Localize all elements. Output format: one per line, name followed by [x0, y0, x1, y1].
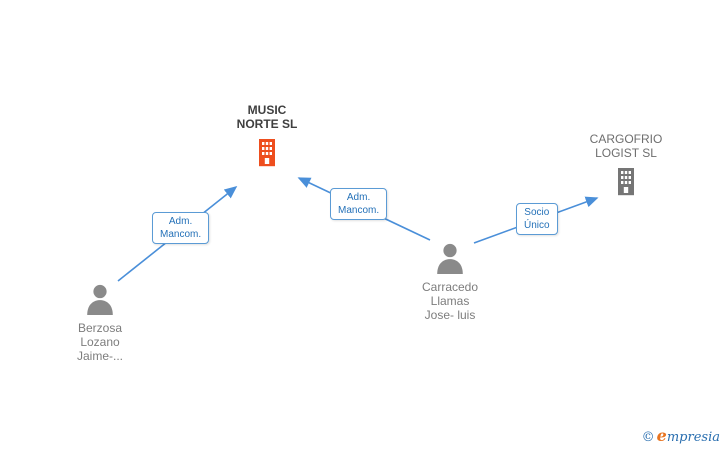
company-name-line: LOGIST SL [595, 146, 657, 160]
person-node-berzosa[interactable]: Berzosa Lozano Jaime-... [35, 283, 165, 363]
person-icon [87, 284, 113, 315]
company-node-music-norte[interactable]: MUSIC NORTE SL [202, 103, 332, 168]
relation-label-line: Adm. [346, 192, 371, 203]
relation-label-line: Adm. [168, 216, 193, 227]
person-icon [437, 243, 463, 274]
company-name-line: MUSIC [247, 103, 287, 117]
relation-label-line: Mancom. [338, 205, 380, 216]
person-name-line: Llamas [430, 294, 470, 308]
company-name-line: NORTE SL [236, 117, 298, 131]
relation-label-line: Mancom. [160, 229, 202, 240]
person-name-line: Carracedo [421, 280, 479, 294]
relation-label-line: Socio [524, 207, 550, 218]
relation-label-adm-mancom-2: Adm. Mancom. [330, 188, 388, 220]
person-name-line: Berzosa [77, 321, 123, 335]
relation-label-line: Único [524, 220, 550, 231]
building-icon [259, 139, 275, 167]
brand-text: mpresia [666, 430, 720, 445]
company-name-line: CARGOFRIO [589, 132, 663, 146]
empresia-logo[interactable]: ©empresia [642, 426, 720, 445]
relation-label-socio-unico: Socio Único [516, 203, 558, 235]
company-node-cargofrio-logist[interactable]: CARGOFRIO LOGIST SL [561, 132, 691, 197]
person-name-line: Jose- luis [424, 308, 476, 322]
person-name-line: Jaime-... [76, 349, 123, 363]
person-node-carracedo[interactable]: Carracedo Llamas Jose- luis [385, 242, 515, 322]
person-name-line: Lozano [80, 335, 120, 349]
building-icon [618, 168, 634, 196]
brand-letter-e: e [656, 426, 667, 445]
relation-label-adm-mancom-1: Adm. Mancom. [152, 212, 210, 244]
copyright-symbol: © [641, 430, 655, 445]
